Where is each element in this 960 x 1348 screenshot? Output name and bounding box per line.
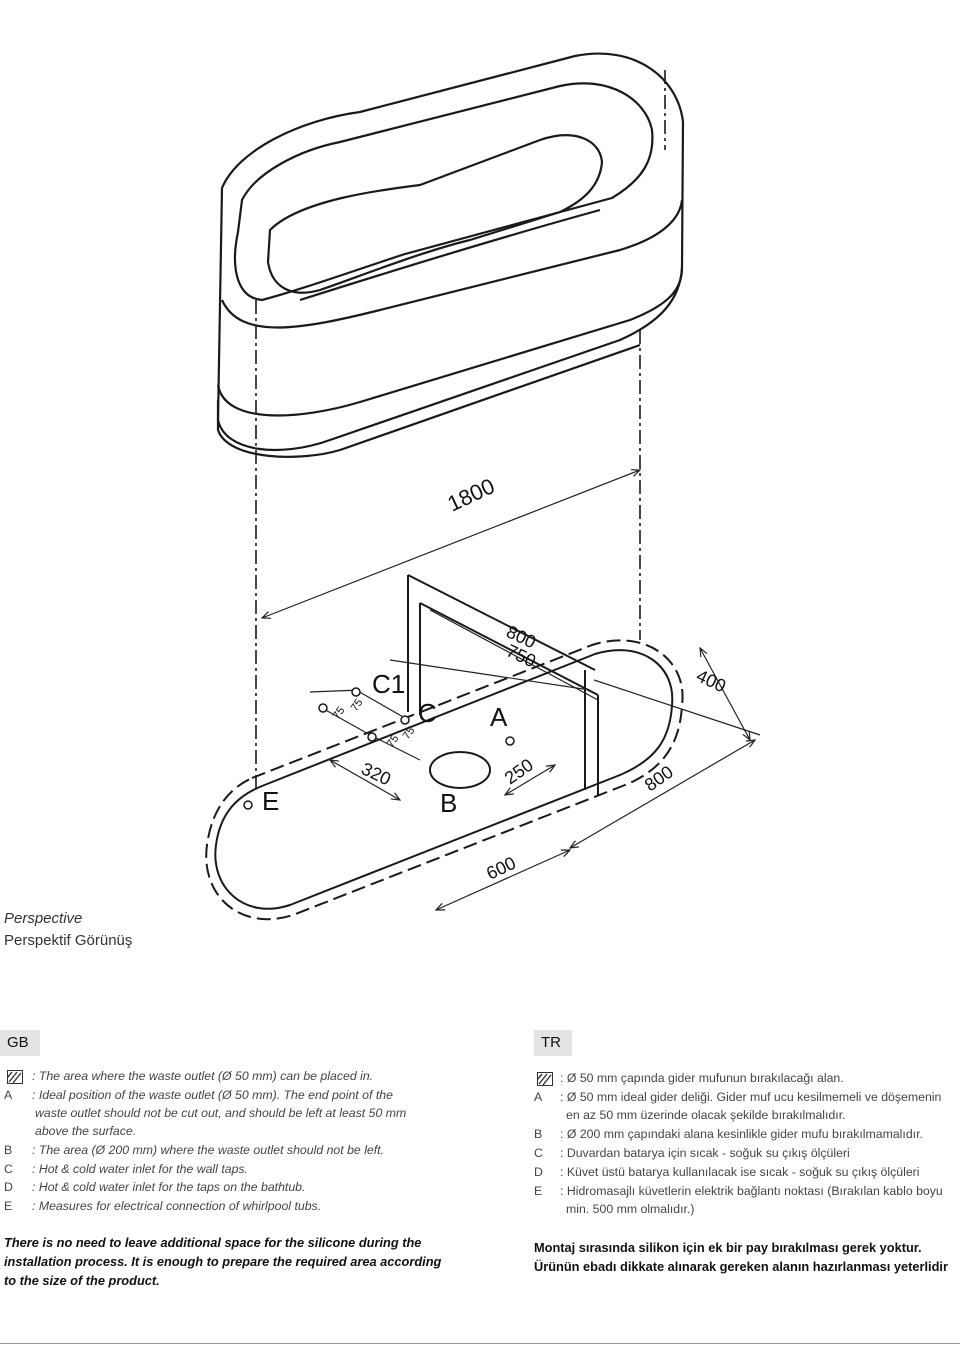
dim-320: 320: [358, 758, 394, 789]
hatch-area-icon: [7, 1070, 23, 1084]
tr-item-3: : Ø 200 mm çapındaki alana kesinlikle gi…: [560, 1127, 923, 1141]
dim-75-2: 75: [349, 697, 366, 714]
point-c1-a: [351, 687, 361, 697]
tr-item-4: : Duvardan batarya için sıcak - soğuk su…: [560, 1146, 850, 1160]
dim-800-right: 800: [641, 762, 677, 796]
tr-item-7: min. 500 mm olmalıdır.): [566, 1202, 695, 1216]
tr-note: Montaj sırasında silikon için ek bir pay…: [534, 1240, 948, 1274]
dim-250: 250: [501, 755, 537, 789]
dim-1800: 1800: [444, 473, 499, 516]
tr-item-1: : Ø 50 mm ideal gider deliği. Gider muf …: [560, 1090, 942, 1104]
projection-lines: [255, 70, 666, 790]
tr-key-5: D: [534, 1165, 543, 1179]
gb-item-6: : Hot & cold water inlet for the taps on…: [32, 1180, 306, 1194]
dimension-lines: [262, 470, 761, 910]
tr-key-1: A: [534, 1090, 543, 1104]
tr-key-6: E: [534, 1184, 543, 1198]
label-e: E: [262, 786, 279, 816]
gb-item-7: : Measures for electrical connection of …: [32, 1199, 322, 1213]
dim-75-4: 75: [401, 725, 418, 742]
gb-item-1: : Ideal position of the waste outlet (Ø …: [32, 1088, 393, 1102]
gb-key-6: D: [4, 1180, 13, 1194]
label-a: A: [490, 702, 508, 732]
floor-plan-outline: [205, 639, 684, 921]
gb-key-7: E: [4, 1199, 13, 1213]
gb-item-3: above the surface.: [35, 1124, 137, 1138]
tr-item-5: : Küvet üstü batarya kullanılacak ise sı…: [560, 1165, 920, 1179]
tr-item-0: : Ø 50 mm çapında gider mufunun bırakıla…: [560, 1071, 844, 1085]
connection-points: [243, 687, 515, 810]
point-a: [505, 736, 515, 746]
label-b: B: [440, 788, 457, 818]
tr-item-2: en az 50 mm üzerinde olacak şekilde bıra…: [566, 1108, 846, 1122]
tr-item-6: : Hidromasajlı küvetlerin elektrik bağla…: [560, 1184, 943, 1198]
gb-tag: GB: [0, 1030, 40, 1056]
gb-note: There is no need to leave additional spa…: [4, 1235, 442, 1288]
tr-tag: TR: [534, 1030, 572, 1056]
tr-key-3: B: [534, 1127, 543, 1141]
label-c: C: [418, 698, 437, 728]
point-c1-b: [318, 703, 328, 713]
gb-legend: : The area where the waste outlet (Ø 50 …: [4, 1068, 464, 1218]
gb-item-0: : The area where the waste outlet (Ø 50 …: [32, 1069, 374, 1083]
bathtub-outline: [216, 52, 685, 458]
gb-item-5: : Hot & cold water inlet for the wall ta…: [32, 1162, 248, 1176]
bottom-divider: [0, 1343, 960, 1344]
gb-key-1: A: [4, 1088, 13, 1102]
label-c1: C1: [372, 669, 405, 699]
gb-key-5: C: [4, 1162, 13, 1176]
point-c-b: [367, 732, 377, 742]
waste-area-b: [429, 751, 491, 789]
dim-600: 600: [483, 853, 519, 884]
caption-tr: Perspektif Görünüş: [4, 932, 133, 949]
point-e: [243, 800, 253, 810]
caption-en: Perspective: [4, 910, 83, 927]
hatch-area-icon: [537, 1072, 553, 1086]
bathtub-perspective-drawing: C1 C A B E 1800 800 750 400 800 600 320 …: [205, 52, 761, 921]
tr-legend: : Ø 50 mm çapında gider mufunun bırakıla…: [534, 1070, 956, 1220]
tr-key-4: C: [534, 1146, 543, 1160]
gb-item-4: : The area (Ø 200 mm) where the waste ou…: [32, 1143, 385, 1157]
dim-75-3: 75: [385, 733, 402, 750]
point-c-a: [400, 715, 410, 725]
gb-key-4: B: [4, 1143, 13, 1157]
dim-75-1: 75: [331, 705, 348, 722]
gb-item-2: waste outlet should not be cut out, and …: [35, 1106, 407, 1120]
